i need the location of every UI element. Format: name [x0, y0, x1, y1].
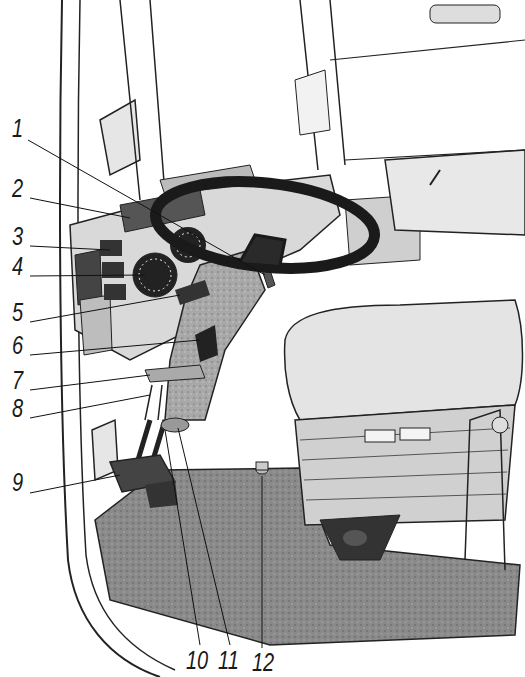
callout-number: 12 [252, 650, 274, 675]
callout-number: 4 [12, 254, 23, 279]
seat-mount [320, 515, 400, 560]
callout-number: 8 [12, 396, 23, 421]
driver-seat [285, 300, 523, 420]
seat-ridges [300, 428, 510, 500]
seat-control [365, 430, 395, 442]
seat-frame [465, 410, 505, 570]
window-frame [330, 40, 525, 160]
seat-base [295, 405, 515, 525]
callout-number: 7 [12, 368, 23, 393]
leader-line [30, 475, 120, 493]
pedal-base [145, 480, 178, 508]
floor-switch [161, 418, 189, 432]
callout-number: 6 [12, 333, 23, 358]
adjust-lever [145, 365, 205, 382]
leader-line [30, 295, 180, 322]
leader-lines [28, 140, 265, 648]
seat-mount [343, 530, 367, 546]
steering-column [165, 250, 265, 420]
switch [104, 284, 126, 300]
leader-line [30, 375, 150, 390]
leader-line [30, 275, 145, 276]
callout-number: 2 [12, 176, 23, 201]
seat-control [400, 428, 430, 440]
leader-line [262, 476, 263, 648]
side-panel [80, 295, 112, 355]
seat-knob [492, 417, 508, 433]
a-pillar [120, 0, 165, 200]
leader-line [178, 428, 230, 645]
seat-lever [430, 170, 440, 185]
leader-line [30, 395, 150, 418]
callout-number: 1 [12, 116, 23, 141]
passenger-seat [385, 150, 525, 235]
callout-number: 3 [12, 224, 23, 249]
switch [100, 240, 122, 256]
callout-number: 9 [12, 470, 23, 495]
mirror [430, 5, 500, 23]
leader-line [30, 198, 130, 218]
callout-number: 10 [186, 648, 208, 673]
callout-number: 5 [12, 300, 23, 325]
leader-line [28, 140, 265, 275]
leader-line [165, 430, 200, 645]
floor-button [256, 462, 268, 470]
callout-number: 11 [218, 648, 239, 673]
ignition-lock [195, 325, 218, 362]
steering-hub [240, 235, 285, 265]
leader-line [30, 246, 110, 250]
grab-handle [295, 70, 330, 135]
column-switch [175, 280, 210, 305]
steering-wheel [151, 172, 379, 279]
column-shaft [145, 385, 162, 420]
leader-line [30, 340, 200, 355]
